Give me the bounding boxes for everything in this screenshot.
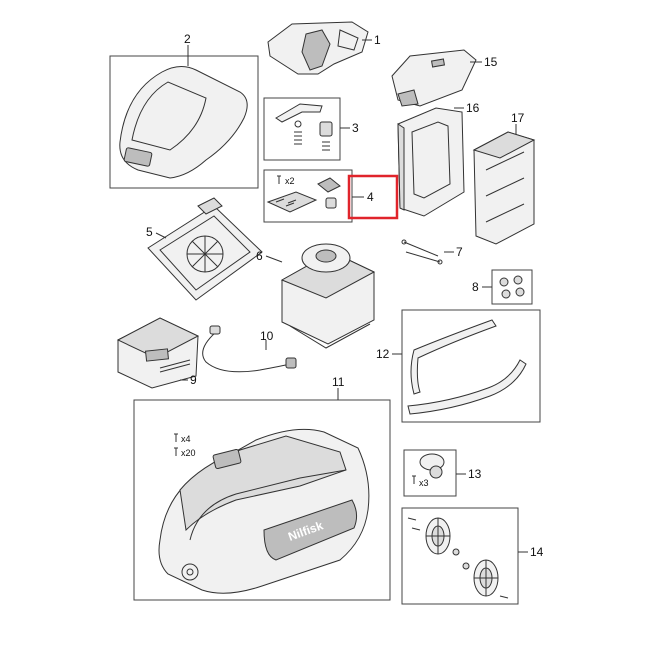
part-12-bumper-kit[interactable]: 12 — [376, 309, 541, 423]
part-11-main-housing[interactable]: 11 x4 x20 Nilfisk — [133, 375, 391, 601]
part-9-number: 9 — [190, 373, 197, 387]
part-12-number: 12 — [376, 347, 390, 361]
part-6-number: 6 — [256, 249, 263, 263]
part-17-battery[interactable]: 17 — [472, 111, 536, 245]
screw-icon — [412, 475, 416, 484]
part-11-frame — [133, 399, 391, 601]
screw-icon — [174, 433, 178, 442]
part-14-wheel-kit[interactable]: 14 — [401, 507, 544, 605]
part-3-frame — [263, 97, 341, 161]
part-10-number: 10 — [260, 329, 274, 343]
part-4-frame — [263, 169, 353, 223]
part-4-number: 4 — [367, 190, 374, 204]
part-1-number: 1 — [374, 33, 381, 47]
part-4-highlight-box — [347, 174, 399, 220]
part-15-battery-top[interactable]: 15 — [391, 49, 498, 107]
part-5-number: 5 — [146, 225, 153, 239]
housing-screw-qty-a: x4 — [181, 434, 191, 444]
part-3-switch-kit[interactable]: 3 — [263, 97, 359, 161]
part-8-number: 8 — [472, 280, 479, 294]
part-4-pcb-kit[interactable]: x2 4 — [263, 169, 399, 223]
part-2-frame — [109, 55, 259, 189]
part-3-number: 3 — [352, 121, 359, 135]
part-8-frame — [491, 269, 533, 305]
part-17-number: 17 — [511, 111, 525, 125]
part-8-feet[interactable]: 8 — [472, 269, 533, 305]
part-2-number: 2 — [184, 32, 191, 46]
screw-icon — [174, 447, 178, 456]
part-6-motor[interactable]: 6 — [256, 243, 376, 349]
part-5-filter-basket[interactable]: 5 — [146, 197, 263, 301]
part-13-castor[interactable]: x3 13 — [403, 449, 482, 497]
part-16-battery-housing[interactable]: 16 — [397, 101, 480, 217]
part-16-number: 16 — [466, 101, 480, 115]
screw-icon — [277, 175, 281, 184]
castor-screw-qty: x3 — [419, 478, 429, 488]
part-12-frame — [401, 309, 541, 423]
part-1-handle[interactable]: 1 — [267, 21, 381, 75]
part-9-charger[interactable]: 9 — [116, 317, 200, 389]
part-2-lid[interactable]: 2 — [109, 32, 259, 189]
part-11-number: 11 — [332, 375, 345, 389]
part-14-frame — [401, 507, 519, 605]
part-14-number: 14 — [530, 545, 544, 559]
part-7-number: 7 — [456, 245, 463, 259]
part-13-number: 13 — [468, 467, 482, 481]
housing-screw-qty-b: x20 — [181, 448, 196, 458]
part-10-power-cable[interactable]: 10 — [202, 325, 297, 373]
part-13-frame — [403, 449, 457, 497]
part-15-number: 15 — [484, 55, 498, 69]
part-7-wire[interactable]: 7 — [401, 239, 463, 265]
pcb-screw-qty: x2 — [285, 176, 295, 186]
